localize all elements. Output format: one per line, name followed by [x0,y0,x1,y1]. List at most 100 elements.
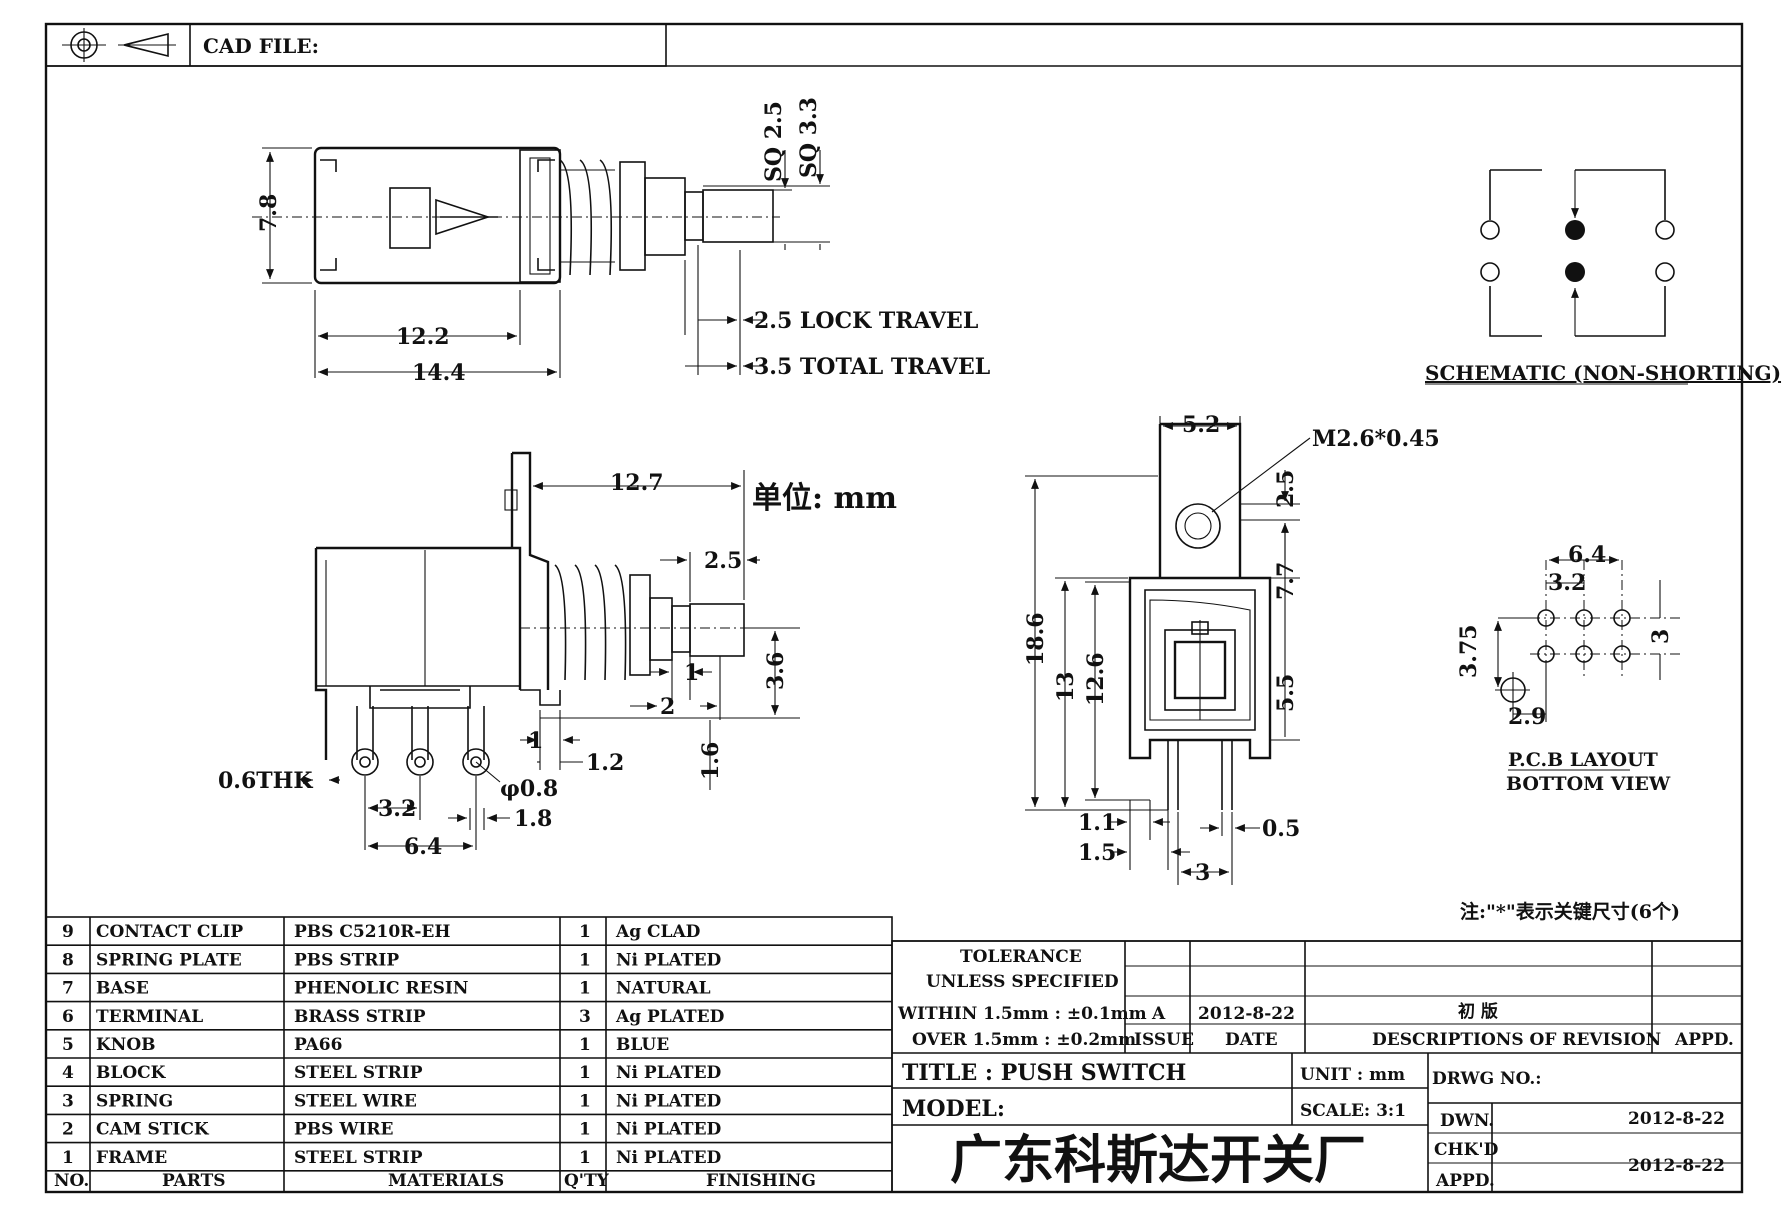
schematic-pin-open-icon [1655,220,1675,240]
company-name: 广东科斯达开关厂 [950,1131,1366,1191]
dim-total-travel: 3.5 TOTAL TRAVEL [754,354,990,380]
pcb-bottom-view-label: BOTTOM VIEW [1506,773,1671,795]
dim-front-0-5: 0.5 [1262,816,1300,842]
dim-front-13: 13 [1053,671,1079,702]
dim-sq-2: SQ 3.3 [796,97,822,178]
bom-cell-qty: 1 [579,1091,591,1111]
scale-text: SCALE: 3:1 [1300,1101,1406,1121]
dim-pcb-3: 3 [1648,629,1674,644]
cad-file-label: CAD FILE: [203,34,319,58]
bom-cell-no: 4 [62,1063,74,1083]
bom-cell-material: BRASS STRIP [294,1007,426,1027]
dim-pcb-6-4: 6.4 [1568,542,1606,568]
tolerance-within: WITHIN 1.5mm : ±0.1mm [897,1004,1147,1024]
bom-cell-qty: 1 [579,1035,591,1055]
bom-header-parts: PARTS [162,1171,226,1191]
dim-side-1b: 1 [528,728,543,754]
dim-side-1-8: 1.8 [514,806,552,832]
tolerance-over: OVER 1.5mm : ±0.2mm [912,1030,1136,1050]
projection-symbol-icon [62,28,176,62]
dim-front-thread: M2.6*0.45 [1312,426,1440,452]
pcb-hole-icon [1575,645,1593,663]
schematic-pin-open-icon [1655,262,1675,282]
bom-header-finishing: FINISHING [706,1171,816,1191]
dim-top-inner: 12.2 [396,324,450,350]
bom-cell-part: BASE [96,979,149,999]
title-block: TOLERANCE UNLESS SPECIFIED WITHIN 1.5mm … [891,940,1743,1193]
dim-front-1-1: 1.1 [1078,810,1116,836]
bom-cell-material: PHENOLIC RESIN [294,979,468,999]
dim-front-12-6: 12.6 [1083,652,1109,706]
top-view: 7.8 12.2 14.4 SQ 2.5 SQ 3.3 2.5 LOCK TRA… [252,97,990,386]
side-view: 12.7 单位: mm 2.5 3.6 1 2 1 1.2 1.6 [218,451,897,860]
bom-cell-material: PBS C5210R-EH [294,922,450,942]
bom-cell-part: CAM STICK [96,1120,210,1140]
dim-side-6-4: 6.4 [404,834,442,860]
dim-thk: 0.6THK [218,768,313,794]
revision-date-value: 2012-8-22 [1198,1004,1295,1024]
bom-cell-finish: Ni PLATED [616,1120,722,1140]
revision-issue-value: A [1151,1004,1166,1024]
dim-front-5-2: 5.2 [1182,412,1220,438]
dim-side-1-6: 1.6 [698,742,724,780]
unit-text: UNIT : mm [1300,1065,1405,1085]
bom-cell-qty: 1 [579,1120,591,1140]
date-label: DATE [1225,1030,1278,1050]
dim-front-5-5: 5.5 [1273,674,1299,712]
bom-cell-part: KNOB [96,1035,156,1055]
schematic-label: SCHEMATIC (NON-SHORTING) [1425,361,1781,385]
bom-cell-part: SPRING PLATE [96,950,242,970]
bom-cell-part: SPRING [96,1091,173,1111]
dim-top-outer: 14.4 [412,360,466,386]
model-label: MODEL: [902,1096,1005,1122]
bom-header-row: NO. PARTS MATERIALS Q'TY FINISHING [54,1171,816,1191]
bom-cell-qty: 1 [579,1063,591,1083]
issue-label: ISSUE [1134,1030,1194,1050]
bom-cell-no: 1 [62,1148,74,1168]
schematic-pin-common-icon [1565,220,1585,240]
bom-header-materials: MATERIALS [388,1171,504,1191]
dim-top-height: 7.8 [256,194,282,232]
bom-cell-no: 5 [62,1035,74,1055]
dim-front-3: 3 [1195,860,1210,886]
bom-cell-finish: NATURAL [616,979,711,999]
checked-date: 2012-8-22 [1628,1156,1725,1176]
bom-cell-material: STEEL STRIP [294,1063,423,1083]
pcb-hole-icon [1613,609,1631,627]
bom-cell-qty: 1 [579,1148,591,1168]
bom-cell-part: TERMINAL [96,1007,203,1027]
bom-cell-no: 7 [62,979,74,999]
tolerance-sub: UNLESS SPECIFIED [926,972,1119,992]
bom-header-no: NO. [54,1171,89,1191]
approved-label-2: APPD. [1435,1171,1495,1191]
dim-front-7-7: 7.7 [1273,562,1299,600]
dim-pcb-3-2: 3.2 [1548,570,1586,596]
dim-pcb-2-9: 2.9 [1508,704,1546,730]
pcb-layout: 6.4 3.2 3 3.75 2.9 P.C.B LAYOUT BOTTOM V… [1456,542,1680,795]
bom-cell-part: BLOCK [96,1063,167,1083]
bom-cell-finish: BLUE [616,1035,669,1055]
dim-sq-1: SQ 2.5 [761,101,787,182]
schematic-pin-common-icon [1565,262,1585,282]
tolerance-title: TOLERANCE [960,947,1082,967]
bom-header-qty: Q'TY [564,1171,610,1191]
bom-cell-qty: 3 [579,1007,591,1027]
dim-lock-travel: 2.5 LOCK TRAVEL [754,308,978,334]
bom-cell-part: FRAME [96,1148,167,1168]
dim-front-2-5: 2.5 [1273,470,1299,508]
bom-cell-part: CONTACT CLIP [96,922,243,942]
dim-front-18-6: 18.6 [1023,612,1049,666]
pcb-hole-icon [1613,645,1631,663]
schematic-pin-open-icon [1480,220,1500,240]
bom-cell-finish: Ni PLATED [616,950,722,970]
approved-label: APPD. [1674,1030,1734,1050]
bom-cell-finish: Ag PLATED [615,1007,725,1027]
bom-cell-finish: Ag CLAD [615,922,701,942]
bom-cell-material: STEEL WIRE [294,1091,417,1111]
bom-cell-material: PBS STRIP [294,950,399,970]
drawing-number-label: DRWG NO.: [1432,1069,1542,1089]
bom-cell-no: 9 [62,922,74,942]
bom-cell-material: PA66 [294,1035,342,1055]
